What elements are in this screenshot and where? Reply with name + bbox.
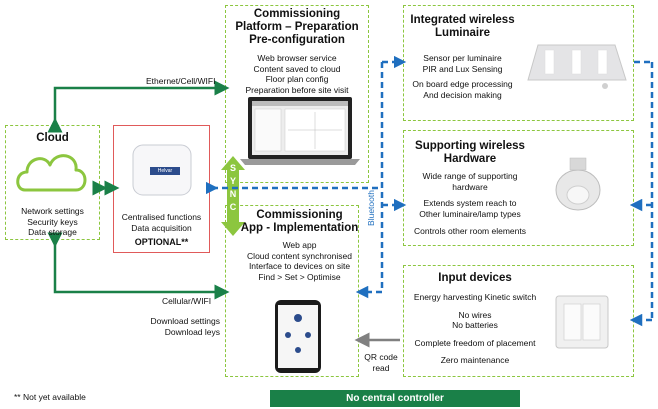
cloud-details: Network settings Security keys Data stor… (21, 206, 84, 237)
download-label: Download settings Download leys (150, 316, 220, 337)
ethernet-label: Ethernet/Cell/WIFI (146, 76, 216, 86)
cellular-arrow (47, 232, 230, 300)
kinetic-switch-icon (555, 295, 609, 349)
implementation-details: Web app Cloud content synchronised Inter… (247, 240, 352, 282)
phone-icon (275, 300, 321, 373)
implementation-title: Commissioning App - Implementation (240, 209, 359, 234)
cloud-title: Cloud (36, 132, 69, 144)
sync-arrow (221, 156, 245, 236)
hub-device-icon (132, 144, 192, 196)
preconfig-details: Web browser service Content saved to clo… (245, 53, 349, 95)
sync-label: S Y N C (229, 163, 237, 212)
downlight-icon (555, 157, 601, 211)
preconfig-title: Commissioning Platform – Preparation Pre… (235, 8, 359, 46)
bluetooth-label: Bluetooth (366, 190, 376, 226)
hub-brand: Helvar (157, 168, 173, 174)
qr-label: QR code read (364, 352, 398, 373)
ethernet-arrow (47, 80, 230, 133)
hardware-title: Supporting wireless Hardware (415, 140, 525, 165)
optional-label: OPTIONAL** (134, 237, 189, 247)
inputs-details: Energy harvesting Kinetic switch No wire… (413, 292, 537, 365)
laptop-icon (240, 97, 360, 165)
luminaire-panel-icon (527, 44, 627, 89)
inputs-title: Input devices (438, 272, 512, 284)
cloud-icon (16, 154, 87, 192)
cellular-label: Cellular/WIFI (162, 296, 212, 306)
luminaire-title: Integrated wireless Luminaire (410, 14, 515, 39)
hardware-details: Wide range of supporting hardware Extend… (414, 171, 526, 236)
optional-details: Centralised functions Data acquisition (121, 212, 202, 233)
footnote: ** Not yet available (14, 392, 86, 402)
no-central-controller-bar: No central controller (270, 390, 520, 407)
luminaire-details: Sensor per luminaire PIR and Lux Sensing… (412, 53, 513, 100)
